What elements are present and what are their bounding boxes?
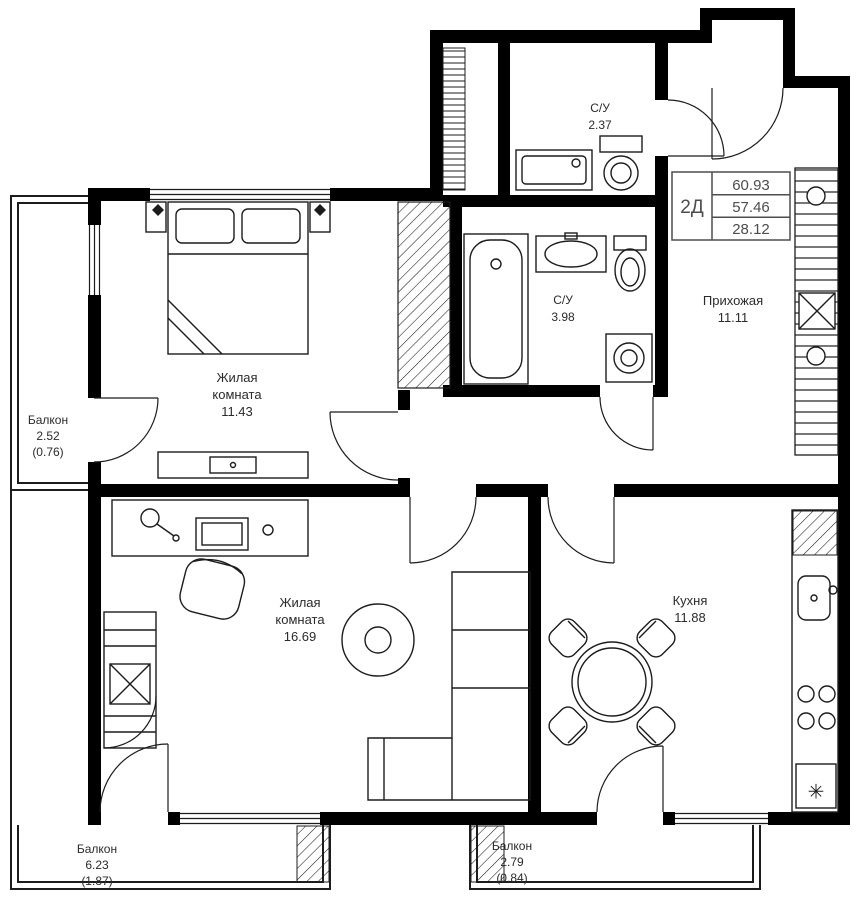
sofa — [367, 571, 531, 801]
dining-chair — [548, 706, 588, 746]
balcony-left-coef: (0.76) — [32, 445, 63, 459]
kitchen-balcony-door — [596, 745, 664, 813]
shelving-unit — [103, 611, 157, 749]
living-room-door — [409, 496, 477, 564]
duct-shaft — [442, 47, 466, 191]
bathroom-top-area: 2.37 — [588, 118, 612, 132]
desk-chair — [179, 558, 246, 620]
boiler-hatch — [792, 510, 838, 556]
bathroom-main-label: С/У — [553, 293, 573, 307]
bathroom-main-door — [599, 396, 654, 451]
balcony-left-area: 2.52 — [36, 429, 60, 443]
living-room-window — [180, 812, 320, 825]
entrance-door — [711, 87, 784, 160]
info-box: 2Д 60.93 57.46 28.12 — [671, 171, 791, 241]
furniture-bathroom-main — [463, 232, 653, 385]
dining-table — [571, 641, 653, 723]
bidet — [613, 235, 647, 292]
balcony-br-coef: (0.84) — [496, 871, 527, 885]
washing-machine — [605, 333, 653, 383]
furniture-kitchen: ✳ — [548, 509, 839, 813]
washing-machine — [515, 149, 593, 191]
bathtub — [463, 233, 529, 385]
kitchen-door — [547, 496, 615, 564]
fridge-icon: ✳ — [808, 781, 825, 803]
bedroom-door — [329, 411, 399, 481]
furniture-bathroom-top — [442, 47, 643, 191]
living-label-1: Жилая — [279, 595, 320, 610]
vent-mark-icon — [152, 204, 164, 216]
balcony-bl-label: Балкон — [77, 842, 117, 856]
toilet — [599, 135, 643, 191]
hallway-area: 11.11 — [718, 310, 749, 325]
kitchen-label: Кухня — [673, 593, 708, 608]
apartment-type: 2Д — [680, 197, 704, 218]
furniture-living — [103, 499, 531, 801]
doors — [93, 87, 784, 813]
balcony-left-label: Балкон — [28, 413, 68, 427]
bathroom-top-door — [667, 99, 725, 157]
hallway-label: Прихожая — [703, 293, 763, 308]
desk — [111, 499, 309, 557]
furniture-bedroom — [145, 201, 451, 479]
bathroom-top-label: С/У — [590, 101, 610, 115]
bedroom-balcony-window — [88, 225, 101, 295]
bedroom-label-2: комната — [212, 387, 262, 402]
balcony-partition-hatch — [296, 825, 330, 883]
bathroom-main-area: 3.98 — [551, 310, 575, 324]
windows — [88, 188, 768, 825]
walls — [88, 8, 850, 825]
balcony-bl-area: 6.23 — [85, 858, 109, 872]
sink — [535, 232, 607, 273]
dining-chair — [636, 618, 676, 658]
dining-chair — [548, 618, 588, 658]
kitchen-area: 11.88 — [674, 610, 706, 625]
bedroom-label-1: Жилая — [216, 370, 257, 385]
rooms-area-value: 28.12 — [732, 221, 770, 238]
nightstand — [309, 201, 331, 233]
furniture-hallway — [794, 167, 839, 456]
tv-stand — [157, 451, 309, 479]
fridge: ✳ — [795, 763, 837, 809]
built-in-wardrobe — [397, 201, 451, 389]
balcony-bl-coef: (1.87) — [81, 874, 112, 888]
nightstand — [145, 201, 167, 233]
kitchen-sink — [797, 575, 838, 621]
bedroom-balcony-door — [93, 397, 159, 463]
bedroom-window — [150, 188, 330, 201]
hall-wardrobe — [794, 167, 839, 456]
balcony-br-label: Балкон — [492, 839, 532, 853]
dining-chair — [636, 706, 676, 746]
vent-mark-icon — [314, 204, 326, 216]
balcony-partition-hatch — [470, 825, 505, 883]
kitchen-counter: ✳ — [791, 509, 839, 813]
bedroom-area: 11.43 — [221, 404, 253, 419]
balcony-br-area: 2.79 — [500, 855, 524, 869]
kitchen-window — [675, 812, 768, 825]
room-labels: С/У 2.37 С/У 3.98 Прихожая 11.11 Жилая к… — [28, 101, 763, 888]
living-balcony-door — [99, 743, 169, 813]
living-area: 16.69 — [284, 629, 317, 644]
living-area-value: 57.46 — [732, 199, 770, 216]
rug — [341, 603, 415, 677]
stove — [797, 685, 836, 730]
total-area-value: 60.93 — [732, 177, 770, 194]
bed — [167, 201, 309, 355]
living-label-2: комната — [275, 612, 325, 627]
balcony-outlines — [10, 195, 761, 890]
